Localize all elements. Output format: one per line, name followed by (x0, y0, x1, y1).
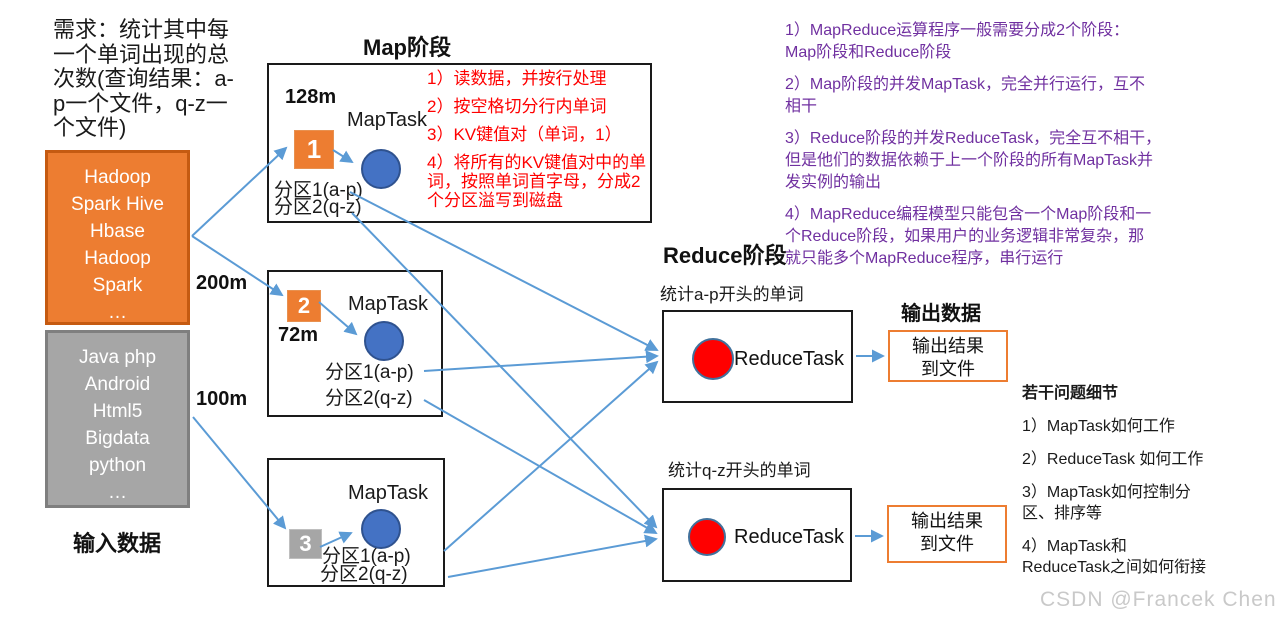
map-split-box-2: 2 72m MapTask 分区1(a-p) 分区2(q-z) (267, 270, 443, 417)
map-step-2: 2）按空格切分行内单词 (427, 97, 607, 116)
split3-partition1: 分区1(a-p) (322, 546, 411, 567)
maptask3-circle-icon (361, 509, 401, 549)
question-4: 4）MapTask和 ReduceTask之间如何衔接 (1022, 538, 1207, 576)
reduce-task-box-2: ReduceTask (662, 488, 852, 582)
arrow-m3p1-reduce1 (443, 360, 659, 552)
maptask3-label: MapTask (348, 482, 429, 504)
map-phase-title: Map阶段 (363, 35, 452, 60)
maptask1-label: MapTask (347, 109, 428, 131)
input-file-1: Hadoop Spark Hive Hbase Hadoop Spark … (45, 150, 190, 325)
split1-number-badge: 1 (294, 130, 334, 169)
purple-note-2: 2）Map阶段的并发MapTask，完全并行运行，互不 相干 (785, 76, 1146, 115)
split3-partition2: 分区2(q-z) (320, 564, 408, 585)
map-step-1: 1）读数据，并按行处理 (427, 69, 607, 88)
split2-partition2: 分区2(q-z) (325, 388, 413, 409)
purple-note-1: 1）MapReduce运算程序一般需要分成2个阶段： Map阶段和Reduce阶… (785, 22, 1130, 61)
question-1: 1）MapTask如何工作 (1022, 418, 1175, 435)
file1-size-label: 200m (196, 272, 248, 294)
split1-partition1: 分区1(a-p) (274, 180, 363, 201)
split1-size: 128m (285, 86, 337, 108)
mapreduce-notes: 1）MapReduce运算程序一般需要分成2个阶段： Map阶段和Reduce阶… (785, 20, 1230, 280)
question-3: 3）MapTask如何控制分 区、排序等 (1022, 484, 1191, 522)
question-details-title: 若干问题细节 (1022, 385, 1119, 402)
maptask1-circle-icon (361, 149, 401, 189)
output-data-title: 输出数据 (901, 303, 981, 325)
question-2: 2）ReduceTask 如何工作 (1022, 451, 1204, 468)
file2-size-label: 100m (196, 388, 248, 410)
arrow-m2p2-reduce2 (423, 399, 658, 534)
split2-partition1: 分区1(a-p) (325, 362, 414, 383)
reducetask2-label: ReduceTask (734, 526, 845, 548)
purple-note-4: 4）MapReduce编程模型只能包含一个Map阶段和一 个Reduce阶段，如… (785, 206, 1152, 267)
maptask2-label: MapTask (348, 293, 429, 315)
reduce-task-box-1: ReduceTask (662, 310, 853, 403)
question-details: 若干问题细节 1）MapTask如何工作 2）ReduceTask 如何工作 3… (1022, 383, 1280, 578)
split3-number-badge: 3 (289, 529, 322, 559)
reduce2-caption: 统计q-z开头的单词 (668, 461, 811, 480)
map-step-3: 3）KV键值对（单词，1） (427, 125, 622, 144)
reduce-phase-title: Reduce阶段 (663, 243, 787, 268)
map-split-box-3: 3 MapTask 分区1(a-p) 分区2(q-z) (267, 458, 445, 587)
map-step-4: 4）将所有的KV键值对中的单 词，按照单词首字母，分成2 个分区溢写到磁盘 (427, 153, 647, 210)
arrow-m3p2-reduce2 (447, 534, 658, 578)
input-file-2: Java php Android Html5 Bigdata python … (45, 330, 190, 508)
reduce1-caption: 统计a-p开头的单词 (660, 285, 804, 304)
purple-note-3: 3）Reduce阶段的并发ReduceTask，完全互不相干， 但是他们的数据依… (785, 130, 1162, 191)
maptask2-circle-icon (364, 321, 404, 361)
split1-partition2: 分区2(q-z) (274, 197, 362, 218)
reducetask1-circle-icon (692, 338, 734, 380)
reducetask1-label: ReduceTask (734, 348, 845, 370)
arrow-m2p1-reduce1 (423, 350, 659, 372)
watermark: CSDN @Francek Chen (1040, 588, 1277, 611)
output-box-2: 输出结果 到文件 (887, 505, 1007, 563)
map-split-box-1: 128m 1 MapTask 分区1(a-p) 分区2(q-z) 1）读数据，并… (267, 63, 652, 223)
output-box-1: 输出结果 到文件 (888, 330, 1008, 382)
map-steps-notes: 1）读数据，并按行处理 2）按空格切分行内单词 3）KV键值对（单词，1） 4）… (427, 69, 659, 219)
split2-number-badge: 2 (287, 290, 321, 322)
reducetask2-circle-icon (688, 518, 726, 556)
split2-size: 72m (278, 324, 319, 346)
requirement-text: 需求：统计其中每 一个单词出现的总 次数(查询结果：a- p一个文件，q-z一 … (53, 17, 234, 140)
input-data-label: 输入数据 (73, 531, 162, 556)
